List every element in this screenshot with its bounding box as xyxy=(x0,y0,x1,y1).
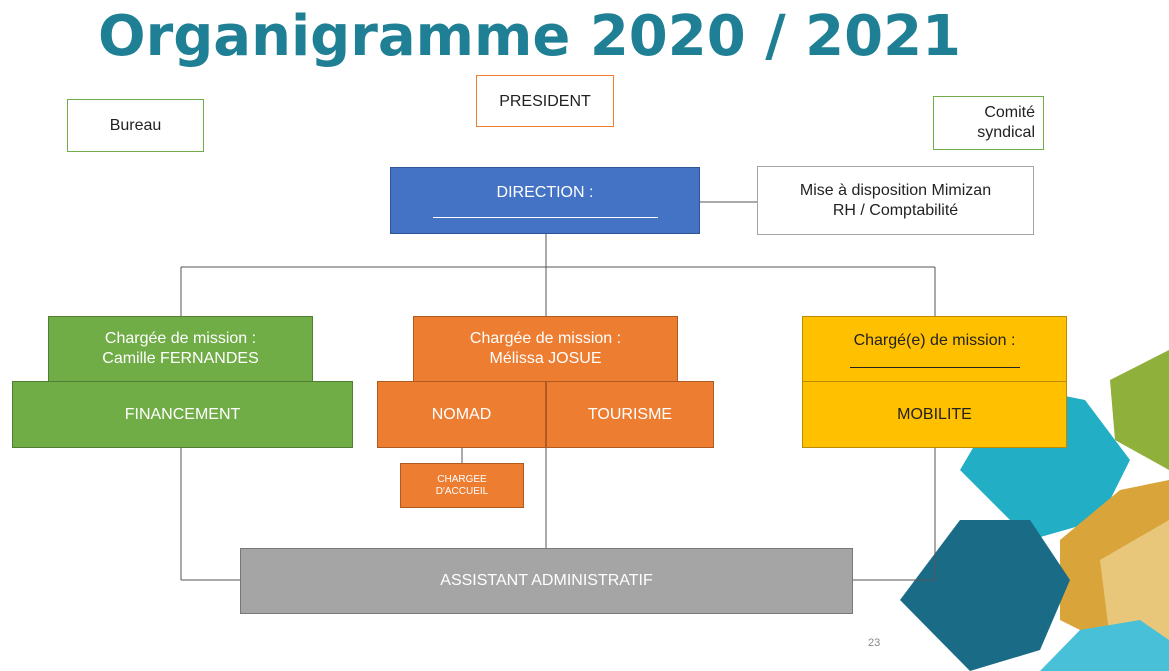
assistant-label: ASSISTANT ADMINISTRATIF xyxy=(440,572,653,589)
mise-label-line1: Mise à disposition Mimizan xyxy=(799,181,992,199)
accueil-label-line1: CHARGEE xyxy=(437,473,487,485)
mission1-label-line2: Camille FERNANDES xyxy=(102,350,259,367)
president-box: PRESIDENT xyxy=(476,75,614,127)
mission3-blank xyxy=(849,351,1020,368)
page-title: Organigramme 2020 / 2021 xyxy=(98,4,961,69)
chargee-accueil-box: CHARGEE D'ACCUEIL xyxy=(400,463,524,508)
direction-box: DIRECTION : xyxy=(390,167,700,234)
bureau-box: Bureau xyxy=(67,99,204,152)
mobilite-box: MOBILITE xyxy=(802,381,1067,448)
comite-box: Comité syndical xyxy=(933,96,1044,150)
page-number: 23 xyxy=(868,637,881,649)
direction-blank xyxy=(432,203,658,218)
assistant-administratif-box: ASSISTANT ADMINISTRATIF xyxy=(240,548,853,614)
mission2-label-line2: Mélissa JOSUE xyxy=(489,350,602,367)
direction-label: DIRECTION : xyxy=(496,184,594,201)
financement-label: FINANCEMENT xyxy=(124,405,241,423)
mise-label-line2: RH / Comptabilité xyxy=(832,201,959,219)
nomad-box: NOMAD xyxy=(377,381,546,448)
nomad-label: NOMAD xyxy=(431,405,492,423)
tourisme-box: TOURISME xyxy=(546,381,714,448)
mission2-label-line1: Chargée de mission : xyxy=(469,330,622,347)
comite-label-line2: syndical xyxy=(977,124,1035,141)
financement-box: FINANCEMENT xyxy=(12,381,353,448)
president-label: PRESIDENT xyxy=(499,93,591,110)
mission1-box: Chargée de mission : Camille FERNANDES xyxy=(48,316,313,382)
mission1-label-line1: Chargée de mission : xyxy=(104,330,257,347)
mise-a-disposition-box: Mise à disposition Mimizan RH / Comptabi… xyxy=(757,166,1034,235)
accueil-label-line2: D'ACCUEIL xyxy=(435,485,489,497)
bureau-label: Bureau xyxy=(109,116,162,134)
tourisme-label: TOURISME xyxy=(587,405,673,423)
comite-label-line1: Comité xyxy=(984,104,1035,121)
mobilite-label: MOBILITE xyxy=(897,405,972,423)
mission2-box: Chargée de mission : Mélissa JOSUE xyxy=(413,316,678,382)
mission3-label-line1: Chargé(e) de mission : xyxy=(853,331,1016,349)
mission3-box: Chargé(e) de mission : xyxy=(802,316,1067,382)
